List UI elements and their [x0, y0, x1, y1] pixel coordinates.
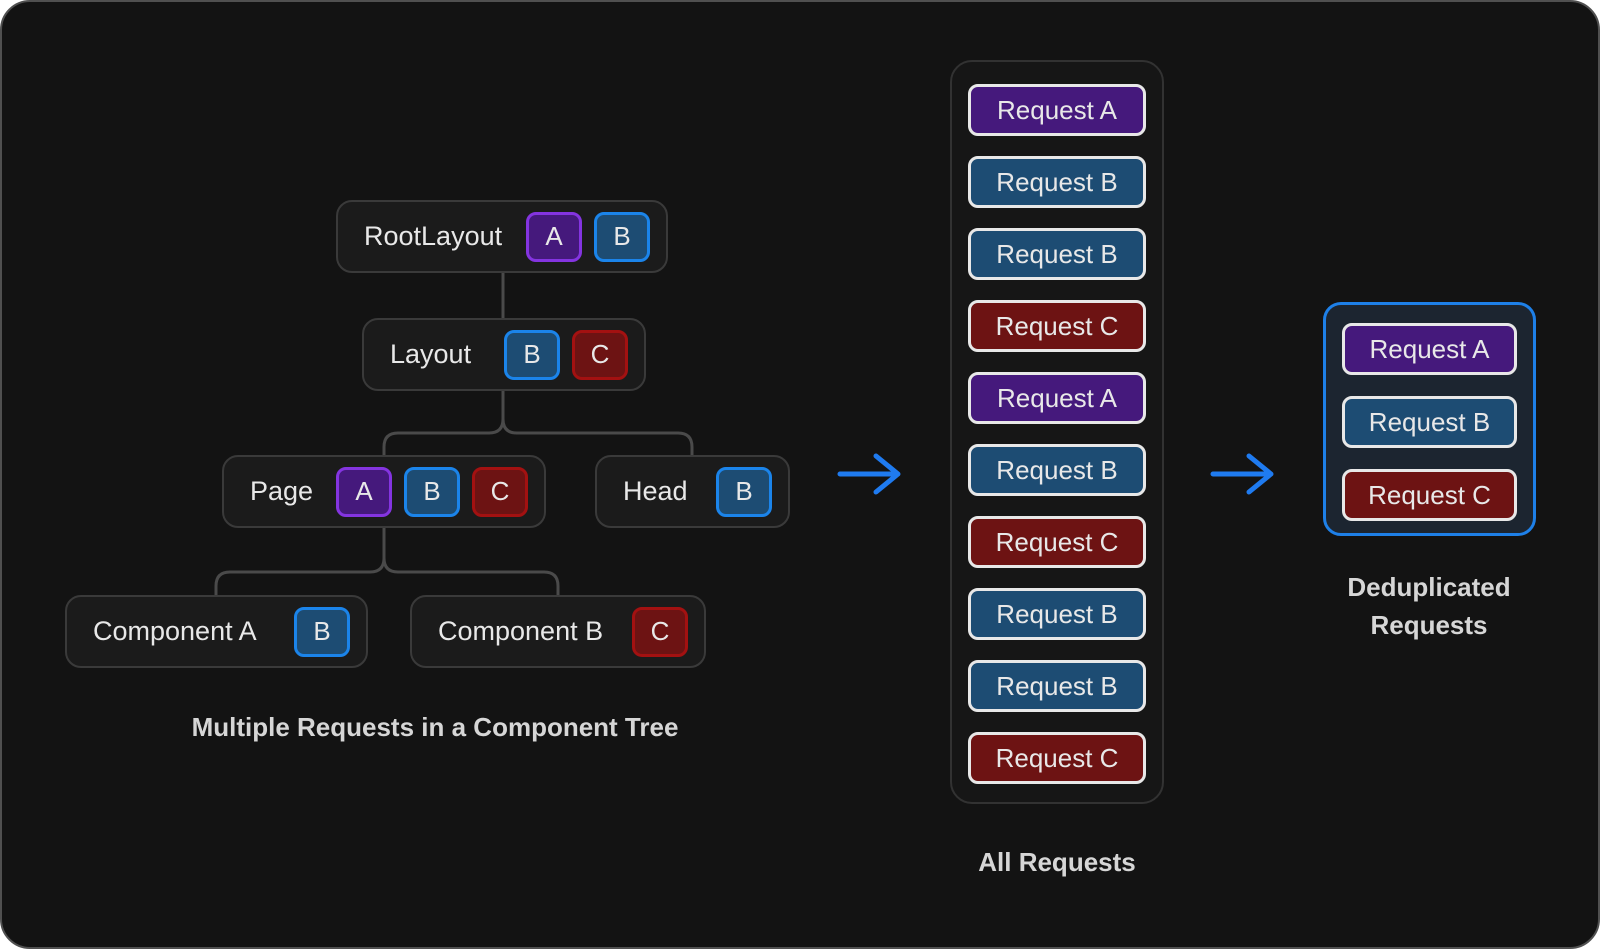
badge-a: A	[526, 211, 582, 262]
request-pill-c: Request C	[968, 300, 1146, 352]
tree-node-head: Head B	[595, 455, 790, 528]
tree-caption: Multiple Requests in a Component Tree	[191, 712, 679, 742]
request-pill-c: Request C	[968, 516, 1146, 568]
badge-c: C	[472, 466, 528, 517]
all-requests-column: Request A Request B Request B Request C Requ…	[950, 60, 1164, 804]
request-pill-b: Request B	[968, 156, 1146, 208]
request-pill-b: Request B	[968, 228, 1146, 280]
badge-group: C	[632, 606, 688, 657]
all-requests-caption: All Requests	[978, 847, 1136, 877]
badge-c: C	[572, 329, 628, 380]
badge-b: B	[716, 466, 772, 517]
node-label-component-a: Component A	[93, 616, 257, 646]
request-pill-b: Request B	[1342, 396, 1517, 448]
node-label-layout: Layout	[390, 339, 472, 369]
node-label-component-b: Component B	[438, 616, 604, 646]
node-label-head: Head	[623, 476, 688, 506]
request-pill-b: Request B	[968, 444, 1146, 496]
deduplicated-caption: Deduplicated Requests	[1347, 572, 1511, 640]
request-pill-a: Request A	[968, 84, 1146, 136]
request-pill-c: Request C	[1342, 469, 1517, 521]
badge-c: C	[632, 606, 688, 657]
badge-a: A	[336, 466, 392, 517]
badge-b: B	[404, 466, 460, 517]
deduplicated-requests-box: Request A Request B Request C	[1323, 302, 1536, 536]
request-pill-a: Request A	[968, 372, 1146, 424]
badge-b: B	[504, 329, 560, 380]
node-label-rootlayout: RootLayout	[364, 221, 503, 251]
request-pill-a: Request A	[1342, 323, 1517, 375]
request-pill-b: Request B	[968, 588, 1146, 640]
tree-node-component-a: Component A B	[65, 595, 368, 668]
tree-node-component-b: Component B C	[410, 595, 706, 668]
badge-b: B	[594, 211, 650, 262]
badge-group: B	[716, 466, 772, 517]
request-pill-b: Request B	[968, 660, 1146, 712]
badge-b: B	[294, 606, 350, 657]
request-pill-c: Request C	[968, 732, 1146, 784]
badge-group: B	[294, 606, 350, 657]
node-label-page: Page	[250, 476, 314, 506]
